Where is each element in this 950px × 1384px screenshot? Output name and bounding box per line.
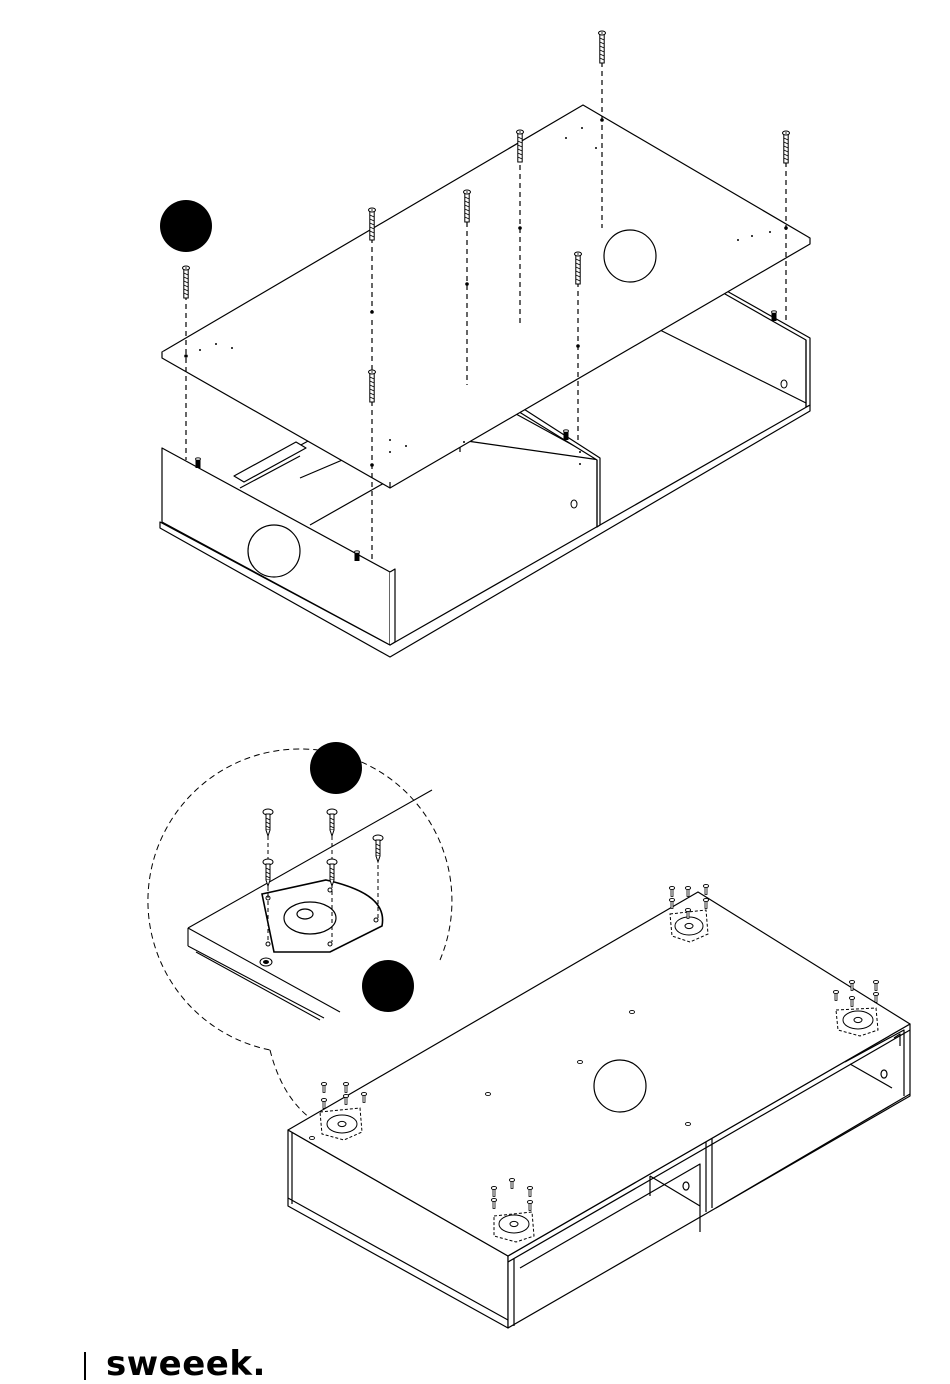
- brand-divider: [84, 1352, 86, 1380]
- bottom-callout: [594, 1060, 646, 1112]
- brand-logo: sweeek.: [106, 1344, 266, 1384]
- detail-step-marker-b: [362, 960, 414, 1012]
- top-assembly: [160, 105, 810, 657]
- top-callout: [604, 230, 656, 282]
- interior-shelf: [234, 442, 306, 482]
- detail-step-marker-a: [310, 742, 362, 794]
- top-step-marker: [160, 200, 212, 252]
- front-callout: [248, 525, 300, 577]
- middle-divider: [516, 404, 600, 527]
- right-side-panel: [725, 290, 810, 407]
- bottom-assembly: [288, 892, 910, 1328]
- foot-back: [669, 884, 708, 942]
